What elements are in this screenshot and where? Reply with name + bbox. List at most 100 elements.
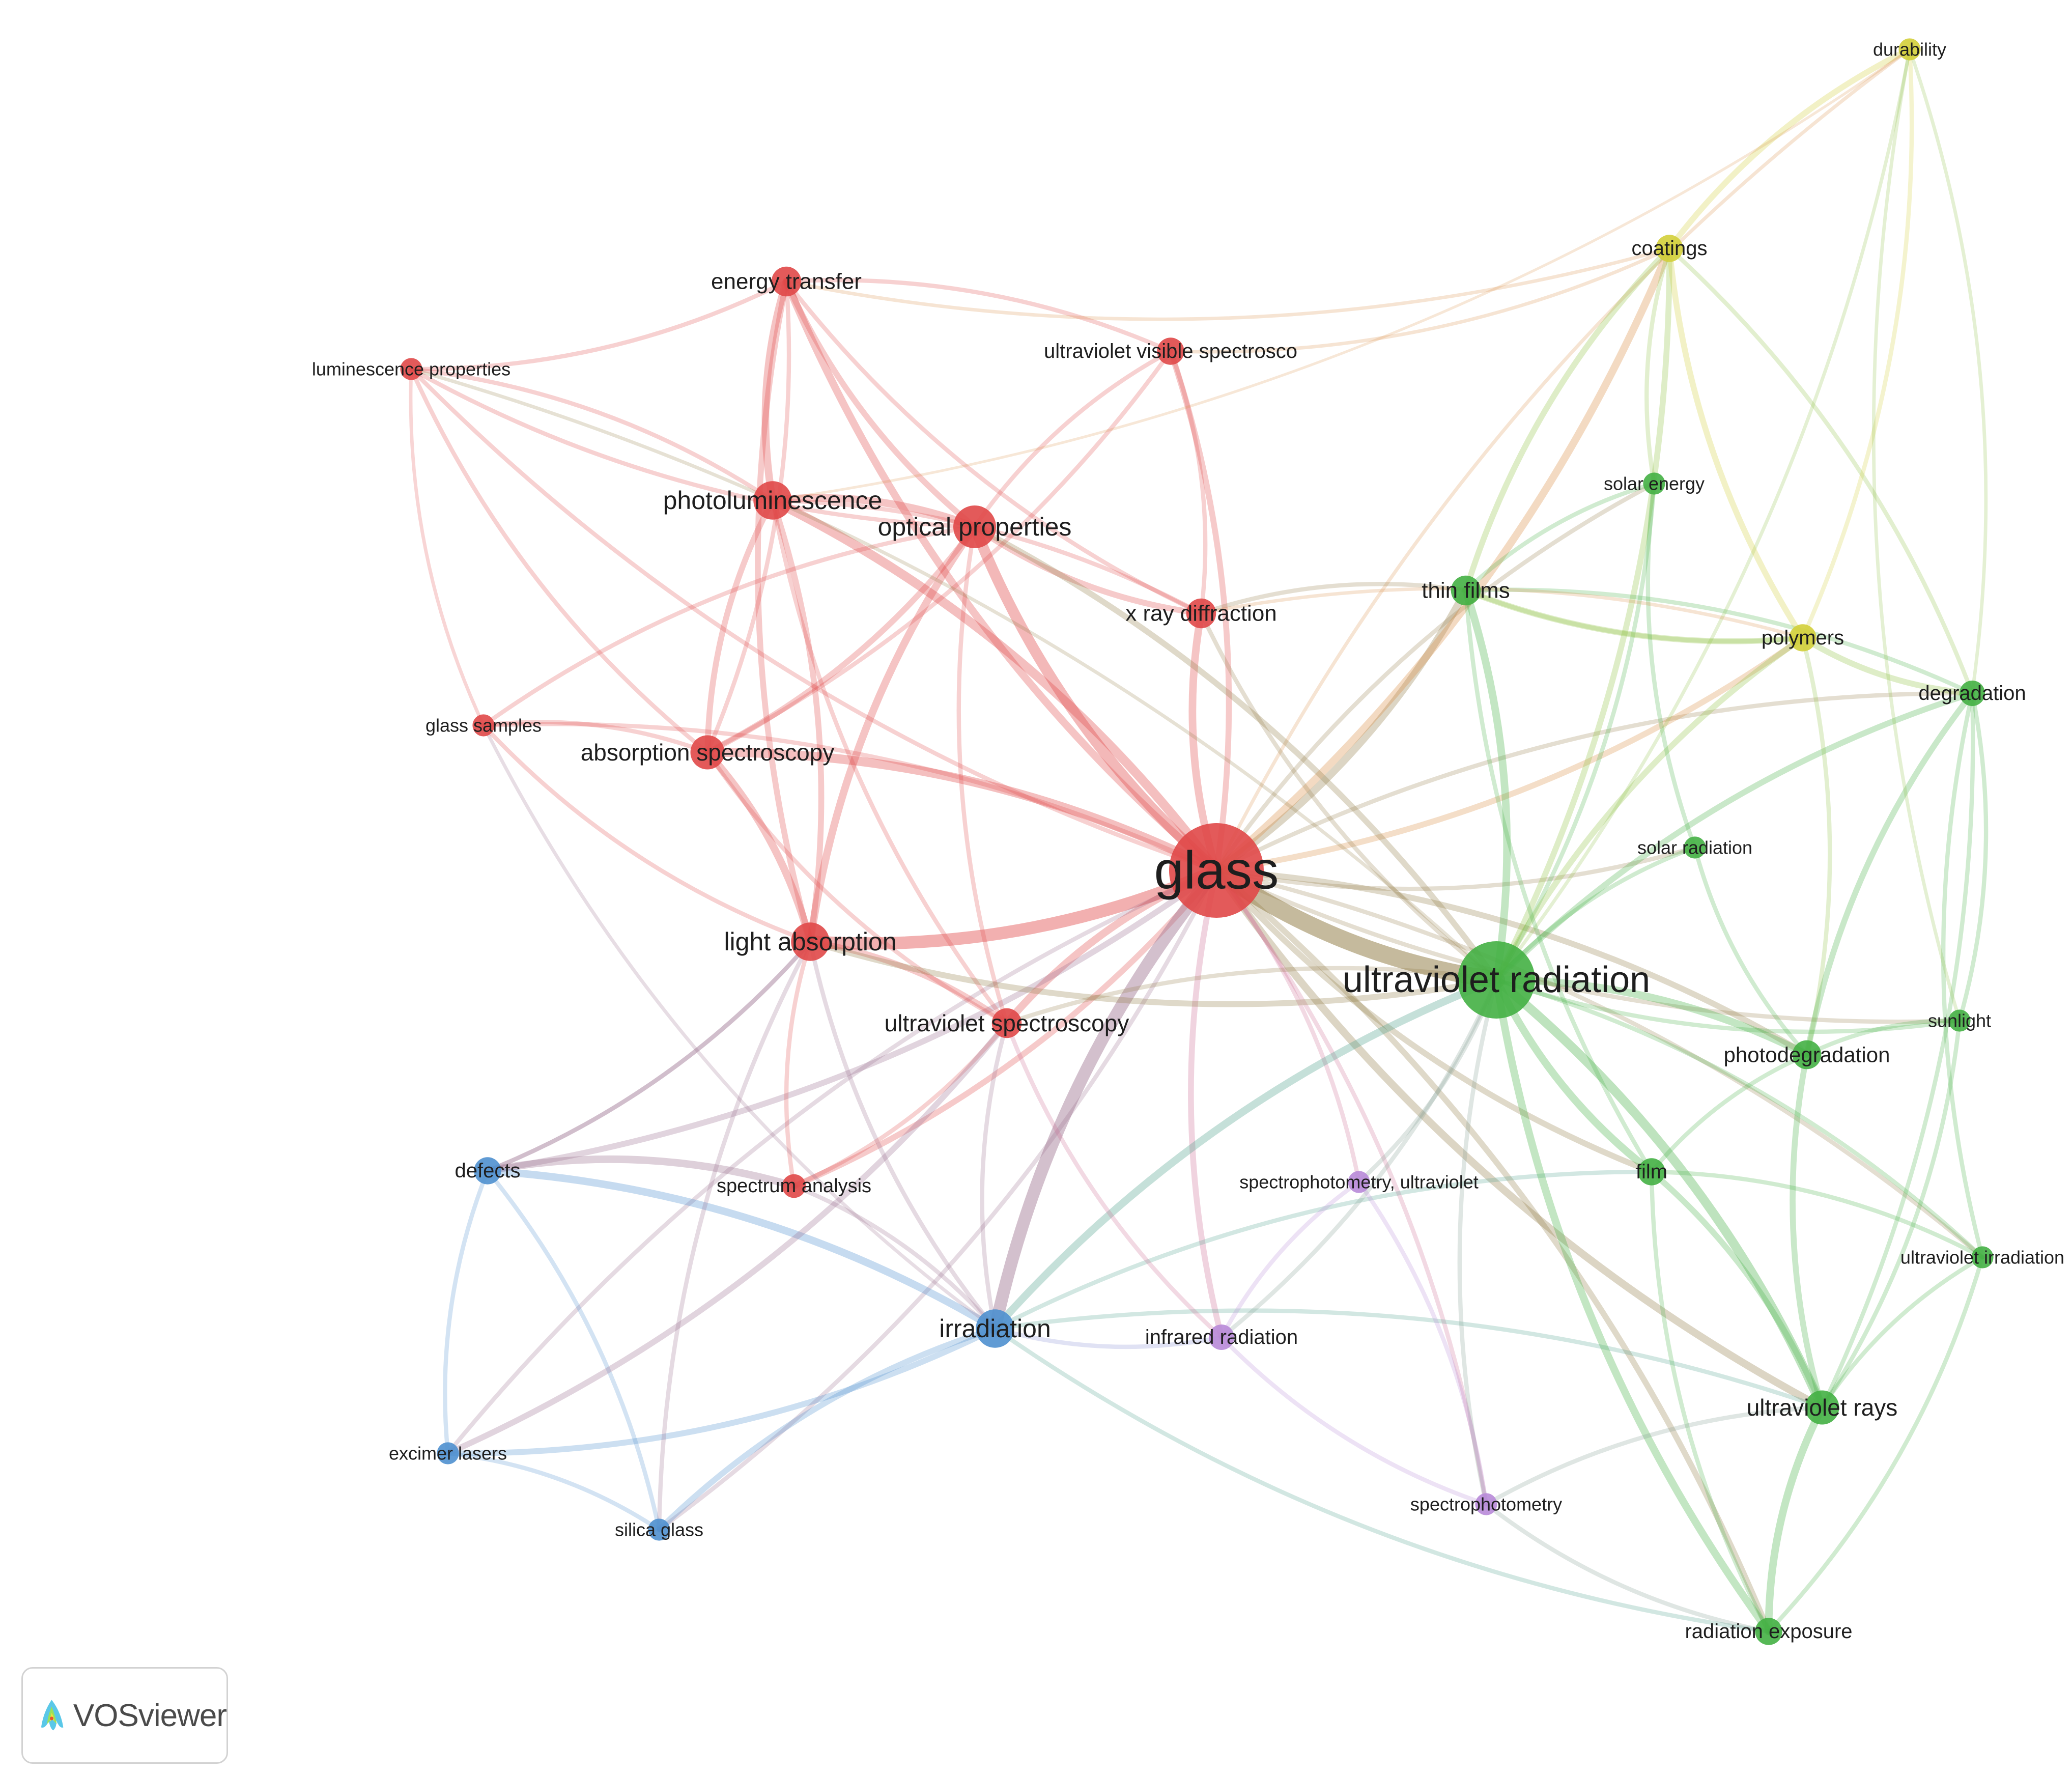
label-light-absorption[interactable]: light absorption — [724, 927, 896, 956]
label-glass[interactable]: glass — [1154, 841, 1279, 900]
label-glass-samples[interactable]: glass samples — [425, 715, 542, 736]
node-excimer-lasers[interactable] — [437, 1442, 459, 1464]
node-light-absorption[interactable] — [791, 922, 830, 961]
link-glass-irradiation — [988, 864, 1223, 1335]
link-optical-properties-light-absorption — [806, 523, 979, 946]
label-thin-films[interactable]: thin films — [1422, 578, 1510, 603]
link-ultraviolet-radiation-degradation — [1493, 690, 1975, 983]
link-film-ultraviolet-rays — [1649, 1169, 1825, 1411]
label-energy-transfer[interactable]: energy transfer — [711, 269, 862, 294]
label-sunlight[interactable]: sunlight — [1928, 1010, 1991, 1031]
node-spectrophotometry[interactable] — [1475, 1493, 1497, 1515]
label-layer: glass ultraviolet radiation optical proper… — [312, 39, 2064, 1643]
node-glass-samples[interactable] — [472, 714, 495, 737]
node-thin-films[interactable] — [1451, 575, 1481, 606]
node-spectrum-analysis[interactable] — [782, 1174, 806, 1198]
node-defects[interactable] — [474, 1157, 501, 1185]
node-degradation[interactable] — [1960, 681, 1985, 706]
label-spectrophotometry[interactable]: spectrophotometry — [1410, 1494, 1562, 1515]
label-optical-properties[interactable]: optical properties — [878, 513, 1072, 541]
label-film[interactable]: film — [1636, 1161, 1667, 1183]
link-photodegradation-ultraviolet-rays — [1790, 1052, 1825, 1411]
label-absorption-spectroscopy[interactable]: absorption spectroscopy — [581, 739, 835, 766]
label-durability[interactable]: durability — [1873, 39, 1946, 60]
label-ultraviolet-visible-spectrosco[interactable]: ultraviolet visible spectrosco — [1044, 340, 1297, 362]
link-glass-silica-glass — [657, 868, 1219, 1532]
link-glass-ultraviolet-visible-spectrosco — [1168, 348, 1232, 874]
link-infrared-radiation-spectrophotometry — [1219, 1335, 1489, 1507]
node-polymers[interactable] — [1789, 624, 1816, 652]
label-ultraviolet-rays[interactable]: ultraviolet rays — [1747, 1394, 1898, 1421]
node-durability[interactable] — [1898, 38, 1921, 61]
link-glass-spectrophotometry-ultraviolet — [1214, 868, 1361, 1185]
node-ultraviolet-rays[interactable] — [1805, 1390, 1839, 1425]
link-degradation-photodegradation — [1804, 690, 1975, 1058]
node-solar-energy[interactable] — [1643, 472, 1665, 495]
node-ultraviolet-radiation[interactable] — [1458, 941, 1535, 1019]
link-thin-films-coatings — [1463, 245, 1672, 594]
link-glass-solar-radiation — [1214, 845, 1697, 891]
link-ultraviolet-radiation-infrared-radiation — [1219, 977, 1499, 1340]
label-silica-glass[interactable]: silica glass — [615, 1519, 703, 1540]
node-x-ray-diffraction[interactable] — [1186, 598, 1216, 629]
node-spectrophotometry-ultraviolet[interactable] — [1348, 1171, 1370, 1193]
label-solar-radiation[interactable]: solar radiation — [1637, 837, 1752, 858]
label-defects[interactable]: defects — [455, 1160, 521, 1182]
node-sunlight[interactable] — [1948, 1009, 1971, 1032]
label-spectrophotometry-ultraviolet[interactable]: spectrophotometry, ultraviolet — [1239, 1172, 1479, 1193]
link-ultraviolet-rays-ultraviolet-irradiation — [1820, 1255, 1985, 1410]
node-solar-radiation[interactable] — [1684, 836, 1706, 859]
label-spectrum-analysis[interactable]: spectrum analysis — [717, 1175, 871, 1197]
label-x-ray-diffraction[interactable]: x ray diffraction — [1125, 601, 1277, 626]
link-light-absorption-irradiation — [808, 939, 998, 1331]
node-luminescence-properties[interactable] — [400, 358, 422, 380]
link-thin-films-polymers — [1463, 588, 1805, 643]
node-irradiation[interactable] — [976, 1309, 1014, 1348]
node-photoluminescence[interactable] — [753, 481, 792, 520]
node-photodegradation[interactable] — [1792, 1040, 1822, 1069]
label-irradiation[interactable]: irradiation — [939, 1314, 1051, 1343]
label-coatings[interactable]: coatings — [1632, 237, 1708, 260]
node-ultraviolet-irradiation[interactable] — [1971, 1246, 1994, 1269]
vosviewer-label: VOSviewer — [73, 1698, 227, 1733]
node-optical-properties[interactable] — [953, 505, 996, 548]
label-radiation-exposure[interactable]: radiation exposure — [1685, 1620, 1852, 1643]
link-glass-ultraviolet-irradiation — [1214, 868, 1985, 1260]
label-ultraviolet-irradiation[interactable]: ultraviolet irradiation — [1900, 1247, 2064, 1268]
link-x-ray-diffraction-thin-films — [1199, 582, 1468, 616]
node-infrared-radiation[interactable] — [1209, 1325, 1234, 1350]
link-light-absorption-ultraviolet-radiation — [807, 939, 1499, 1007]
node-energy-transfer[interactable] — [771, 266, 802, 297]
label-photodegradation[interactable]: photodegradation — [1724, 1043, 1890, 1067]
link-glass-samples-luminescence-properties — [409, 367, 486, 727]
node-glass[interactable] — [1169, 823, 1264, 918]
link-energy-transfer-luminescence-properties — [409, 279, 789, 372]
link-optical-properties-photoluminescence — [769, 494, 979, 531]
node-absorption-spectroscopy[interactable] — [690, 735, 725, 770]
node-silica-glass[interactable] — [648, 1518, 670, 1541]
label-ultraviolet-radiation[interactable]: ultraviolet radiation — [1343, 960, 1650, 1000]
label-luminescence-properties[interactable]: luminescence properties — [312, 359, 510, 380]
link-optical-properties-energy-transfer — [783, 278, 978, 530]
link-glass-thin-films — [1212, 586, 1470, 875]
label-ultraviolet-spectroscopy[interactable]: ultraviolet spectroscopy — [885, 1010, 1129, 1036]
label-photoluminescence[interactable]: photoluminescence — [663, 486, 883, 515]
link-photoluminescence-absorption-spectroscopy — [704, 497, 776, 755]
label-degradation[interactable]: degradation — [1918, 682, 2026, 705]
label-excimer-lasers[interactable]: excimer lasers — [389, 1443, 507, 1464]
node-ultraviolet-spectroscopy[interactable] — [991, 1008, 1022, 1038]
link-photodegradation-film — [1649, 1052, 1809, 1174]
label-solar-energy[interactable]: solar energy — [1604, 473, 1705, 494]
link-light-absorption-ultraviolet-spectroscopy — [807, 939, 1010, 1026]
node-film[interactable] — [1638, 1158, 1665, 1186]
link-absorption-spectroscopy-light-absorption — [703, 748, 814, 946]
link-irradiation-excimer-lasers — [445, 1326, 998, 1456]
node-ultraviolet-visible-spectrosco[interactable] — [1157, 337, 1184, 365]
link-ultraviolet-spectroscopy-irradiation — [980, 1021, 1009, 1331]
node-radiation-exposure[interactable] — [1755, 1618, 1782, 1645]
label-polymers[interactable]: polymers — [1762, 627, 1844, 649]
node-coatings[interactable] — [1656, 235, 1683, 262]
link-spectrophotometry-spectrophotometry-ultraviolet — [1356, 1179, 1489, 1507]
link-polymers-thin-films — [1463, 587, 1806, 644]
label-infrared-radiation[interactable]: infrared radiation — [1145, 1326, 1298, 1348]
